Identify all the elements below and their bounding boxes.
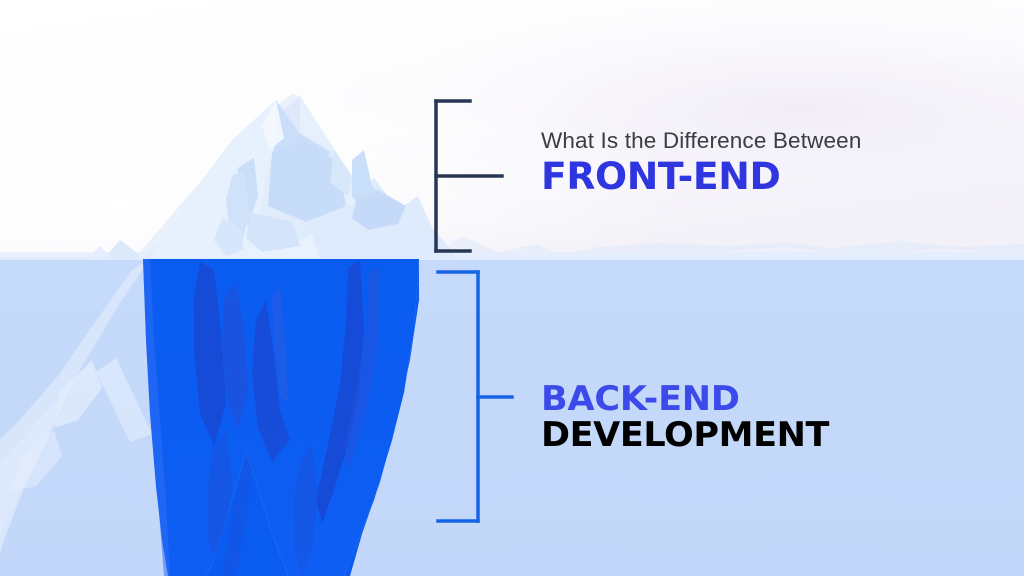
back-end-bracket	[436, 270, 514, 523]
sky-background	[0, 0, 1024, 262]
iceberg-underwater	[143, 259, 419, 576]
iceberg-tip	[86, 100, 456, 258]
front-end-bracket	[434, 99, 504, 253]
background-mountain-submerged	[0, 258, 152, 555]
front-end-heading: FRONT-END	[541, 155, 781, 198]
back-end-heading: BACK-END	[541, 379, 740, 419]
subtitle-text: What Is the Difference Between	[541, 128, 862, 153]
development-heading: DEVELOPMENT	[541, 415, 829, 455]
